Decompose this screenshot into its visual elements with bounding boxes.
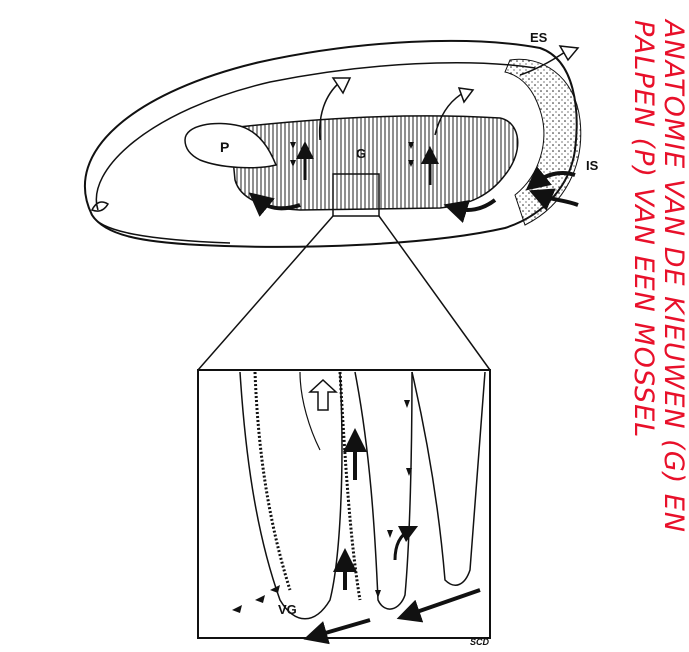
label-p: P xyxy=(220,139,229,155)
label-is: IS xyxy=(586,158,599,173)
title-line-1: ANATOMIE VAN DE KIEUWEN (G) EN xyxy=(658,18,689,533)
label-vg: VG xyxy=(278,602,297,617)
diagram-title: ANATOMIE VAN DE KIEUWEN (G) EN PALPEN (P… xyxy=(628,18,689,533)
title-line-2: PALPEN (P) VAN EEN MOSSEL xyxy=(628,20,659,438)
label-g: G xyxy=(356,146,366,161)
signature: SCD xyxy=(470,637,490,647)
label-es: ES xyxy=(530,30,548,45)
gill-detail-inset xyxy=(198,370,490,638)
zoom-lines xyxy=(198,216,490,370)
